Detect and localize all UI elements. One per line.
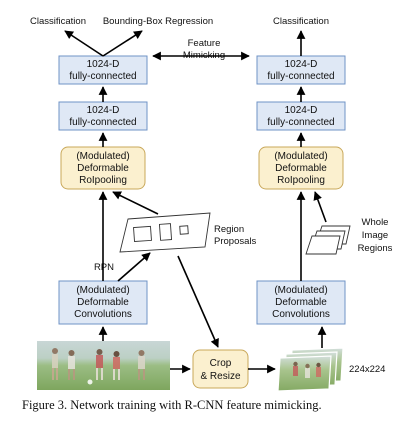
- svg-text:(Modulated): (Modulated): [274, 285, 327, 296]
- svg-text:1024-D: 1024-D: [285, 105, 318, 116]
- svg-text:Deformable: Deformable: [275, 163, 327, 174]
- arrow-to-bbox-regression: [102, 30, 143, 57]
- svg-text:RoIpooling: RoIpooling: [79, 175, 127, 186]
- svg-text:Deformable: Deformable: [77, 297, 129, 308]
- svg-text:(Modulated): (Modulated): [76, 151, 129, 162]
- region-proposals-sheet: [119, 212, 211, 253]
- arrow-regions-to-pool-right: [313, 191, 327, 223]
- size-label: 224x224: [349, 364, 385, 375]
- svg-text:1024-D: 1024-D: [87, 59, 120, 70]
- rpn-label: RPN: [94, 262, 114, 273]
- arrow-rpn: [117, 252, 151, 282]
- arrow-proposals-to-pool: [112, 191, 159, 215]
- crop-resize-box: Crop & Resize: [192, 349, 249, 389]
- cropped-images-stack: [277, 347, 344, 392]
- svg-text:(Modulated): (Modulated): [274, 151, 327, 162]
- feature-mimicking-label-1: Feature: [188, 38, 221, 49]
- svg-text:fully-connected: fully-connected: [69, 71, 136, 82]
- arrow-to-classification-left: [64, 30, 104, 57]
- whole-regions-label-2: Image: [362, 230, 388, 241]
- right-convolutions-box: (Modulated) Deformable Convolutions: [256, 280, 346, 325]
- whole-regions-label-3: Regions: [358, 243, 393, 254]
- bbox-regression-label: Bounding-Box Regression: [103, 16, 213, 27]
- svg-text:& Resize: & Resize: [200, 371, 240, 382]
- left-fc-mid-box: 1024-D fully-connected: [58, 101, 148, 131]
- region-proposals-label-1: Region: [214, 224, 244, 235]
- arrows: [64, 30, 327, 374]
- svg-text:RoIpooling: RoIpooling: [277, 175, 325, 186]
- svg-text:fully-connected: fully-connected: [267, 117, 334, 128]
- whole-regions-label-1: Whole: [362, 217, 389, 228]
- svg-text:fully-connected: fully-connected: [69, 117, 136, 128]
- left-roipooling-box: (Modulated) Deformable RoIpooling: [60, 146, 146, 190]
- classification-label-right: Classification: [273, 16, 329, 27]
- svg-text:fully-connected: fully-connected: [267, 71, 334, 82]
- svg-text:Deformable: Deformable: [275, 297, 327, 308]
- input-image: [37, 341, 170, 390]
- svg-text:Crop: Crop: [210, 358, 232, 369]
- svg-text:(Modulated): (Modulated): [76, 285, 129, 296]
- classification-label-left: Classification: [30, 16, 86, 27]
- figure-caption: Figure 3. Network training with R-CNN fe…: [22, 398, 322, 412]
- left-fc-top-box: 1024-D fully-connected: [58, 55, 148, 85]
- right-fc-top-box: 1024-D fully-connected: [256, 55, 346, 85]
- region-proposals-label-2: Proposals: [214, 236, 256, 247]
- right-fc-mid-box: 1024-D fully-connected: [256, 101, 346, 131]
- whole-image-regions-icon: [305, 225, 351, 255]
- arrow-proposals-to-crop: [177, 255, 219, 348]
- svg-text:Convolutions: Convolutions: [272, 309, 330, 320]
- svg-text:Deformable: Deformable: [77, 163, 129, 174]
- svg-text:Convolutions: Convolutions: [74, 309, 132, 320]
- svg-text:1024-D: 1024-D: [87, 105, 120, 116]
- right-roipooling-box: (Modulated) Deformable RoIpooling: [258, 146, 344, 190]
- left-convolutions-box: (Modulated) Deformable Convolutions: [58, 280, 148, 325]
- svg-text:1024-D: 1024-D: [285, 59, 318, 70]
